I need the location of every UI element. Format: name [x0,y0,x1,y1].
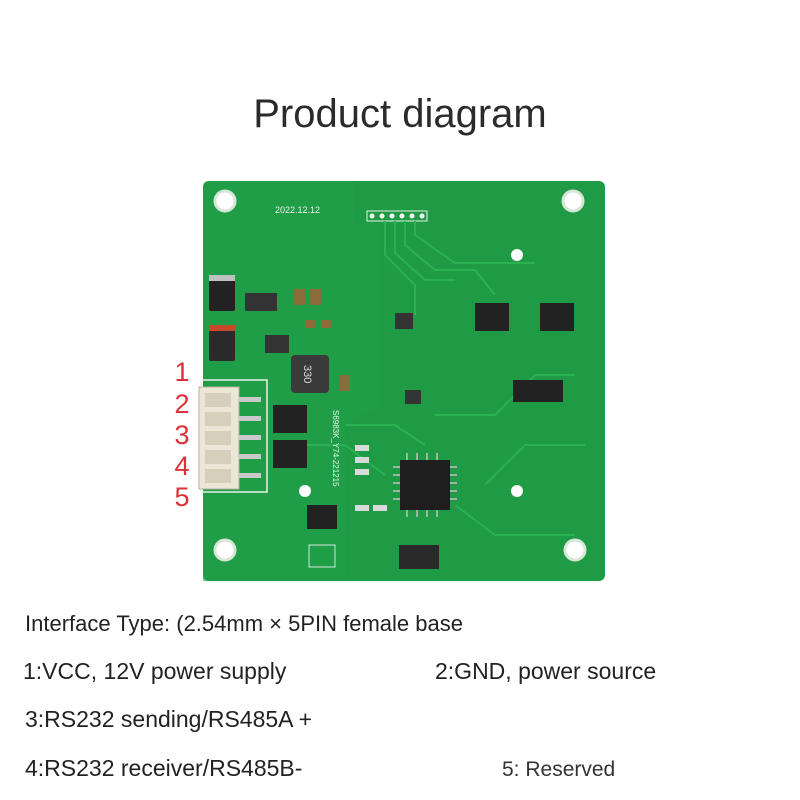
regulator-chip [307,505,337,529]
pin1-description: 1:VCC, 12V power supply [23,658,287,684]
mounting-hole [511,485,523,497]
date-marking: 2022.12.12 [275,205,320,215]
pin4-description: 4:RS232 receiver/RS485B- [25,755,303,781]
mounting-hole [563,538,587,562]
transistor-component [265,335,289,353]
mounting-hole [561,189,585,213]
pin-label-4: 4 [174,451,190,481]
mounting-hole [299,485,311,497]
ic-chip [513,380,563,402]
diode-component [273,405,307,433]
transistor-component [245,293,277,311]
mounting-hole [511,249,523,261]
ic-chip [475,303,509,331]
pin-label-1: 1 [174,357,190,387]
diode-component [209,275,235,311]
pin-label-3: 3 [174,420,190,450]
pin5-description: 5: Reserved [502,758,616,781]
pcb-board-drawing: 2022.12.12 330 [198,181,605,581]
ic-chip [540,303,574,331]
capacitor-component [209,325,235,361]
top-header-pads [366,210,428,222]
pin2-description: 2:GND, power source [435,658,657,684]
mcu-chip [400,460,450,510]
pcb-board: 2022.12.12 330 [195,175,615,585]
mounting-hole [213,189,237,213]
interface-type-text: Interface Type: (2.54mm × 5PIN female ba… [25,611,463,636]
pin3-description: 3:RS232 sending/RS485A + [25,706,313,732]
crystal-component [399,545,439,569]
pin-label-5: 5 [174,482,190,512]
page-title: Product diagram [253,92,547,136]
pin-label-2: 2 [174,389,190,419]
inductor-component [291,355,329,393]
mounting-hole [213,538,237,562]
inductor-marking: 330 [301,365,313,383]
diode-component [273,440,307,468]
side-marking: S6983K_Y74-221215 [331,410,340,487]
